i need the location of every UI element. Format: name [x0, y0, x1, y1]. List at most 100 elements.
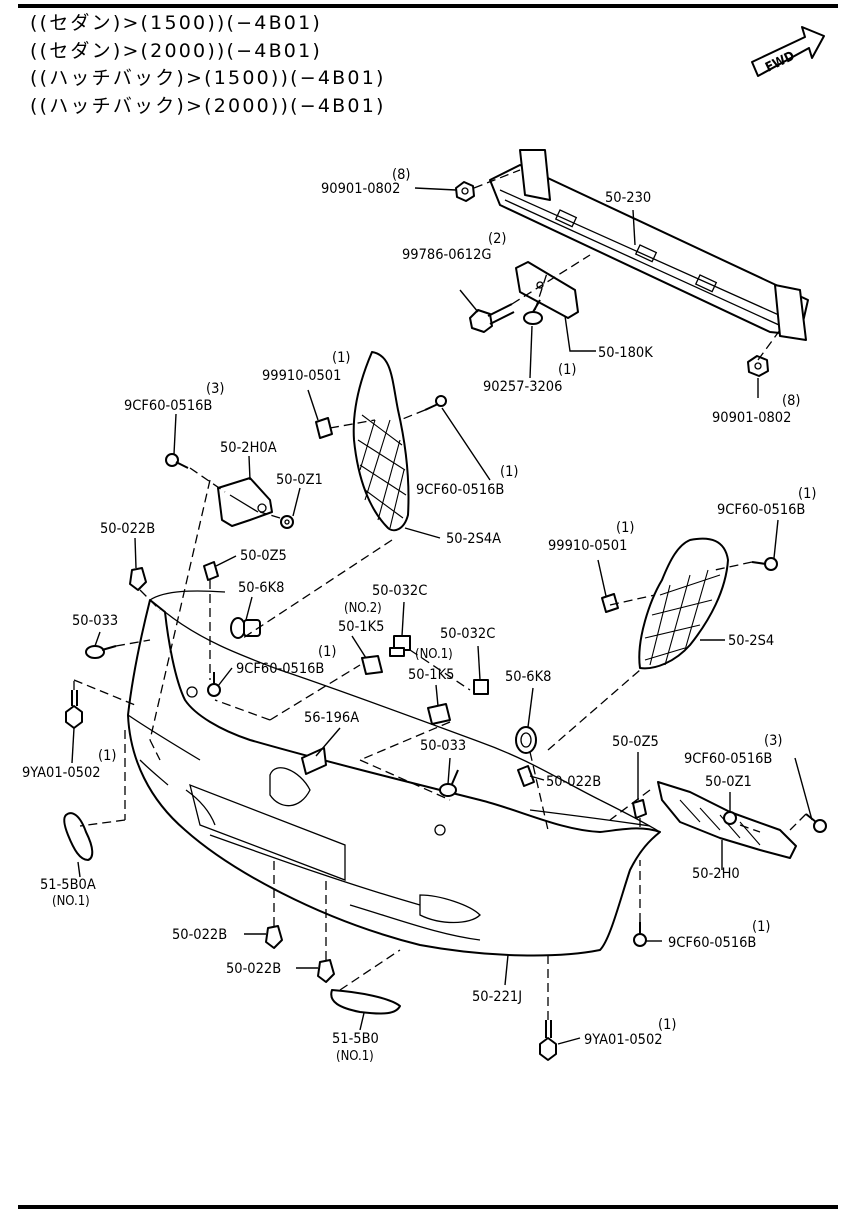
label-clip-0z5-right: 50-0Z5: [612, 734, 659, 750]
qty-screw-right-bracket: (3): [764, 733, 782, 749]
label-bracket-032c-no1: 50-032C: [440, 626, 495, 642]
grille-right: [638, 537, 729, 670]
screw-center: [207, 672, 221, 697]
label-nut-0z1-left: 50-0Z1: [276, 472, 323, 488]
fwd-arrow-icon: FWD: [751, 26, 825, 77]
qty-bolt-9ya01-right: (1): [658, 1017, 676, 1033]
qty-screw-left-bracket: (3): [206, 381, 224, 397]
label-grille-2s4: 50-2S4: [728, 633, 774, 649]
rivet-033-left: [85, 645, 117, 659]
label-emblem-196a: 56-196A: [304, 710, 359, 726]
clip-1k5-right: [427, 703, 451, 725]
bracket-2h0a: [217, 477, 273, 527]
qty-screw-center: (1): [318, 644, 336, 660]
label-clip-022b-center: 50-022B: [546, 774, 601, 790]
label-screw-right-low: 9CF60-0516B: [668, 935, 756, 951]
header-line-1: ((セダン)>(1500))(−4B01): [30, 12, 322, 34]
screw-right-low: [633, 922, 647, 947]
qty-screw-right-top: (1): [798, 486, 816, 502]
grommet-6k8-right: [515, 726, 537, 754]
label-screw-right-top: 9CF60-0516B: [717, 502, 805, 518]
label-pin: 90257-3206: [483, 379, 562, 395]
sub-reflector-5b0a: (NO.1): [52, 894, 90, 909]
applicability-header: ((セダン)>(1500))(−4B01) ((セダン)>(2000))(−4B…: [30, 10, 386, 120]
nut-0z1-left: [280, 515, 294, 529]
label-screw-center: 9CF60-0516B: [236, 661, 324, 677]
bumper-reinforcement: [489, 149, 809, 341]
label-reflector-5b0: 51-5B0: [332, 1031, 379, 1047]
label-nut-upper: 90901-0802: [321, 181, 400, 197]
nut-upper: [455, 181, 475, 202]
qty-pin: (1): [558, 362, 576, 378]
label-bumper-221j: 50-221J: [472, 989, 522, 1005]
label-bolt: 99786-0612G: [402, 247, 492, 263]
screw-right-top: [751, 557, 778, 571]
header-line-4: ((ハッチバック)>(2000))(−4B01): [30, 94, 386, 117]
label-reflector-5b0a: 51-5B0A: [40, 877, 96, 893]
label-bolt-9ya01-right: 9YA01-0502: [584, 1032, 663, 1048]
qty-clip-left-top: (1): [332, 350, 350, 366]
bolt-99786: [469, 303, 515, 333]
qty-nut-lower: (8): [782, 393, 800, 409]
clip-022b-low1: [265, 925, 283, 949]
label-reinforcement: 50-230: [605, 190, 651, 206]
label-clip-022b-left: 50-022B: [100, 521, 155, 537]
label-nut-0z1-right: 50-0Z1: [705, 774, 752, 790]
assembly-lines: [73, 169, 807, 1020]
label-bracket-2h0: 50-2H0: [692, 866, 740, 882]
bolt-9ya01-left: [65, 690, 83, 729]
sub-bracket-032c-no1: (NO.1): [415, 647, 453, 662]
label-clip-1k5-left: 50-1K5: [338, 619, 384, 635]
pin-90257: [523, 299, 543, 325]
label-screw-left-bracket: 9CF60-0516B: [124, 398, 212, 414]
reflector-5b0: [330, 989, 401, 1015]
bracket-180k: [515, 261, 579, 319]
label-clip-0z5-left: 50-0Z5: [240, 548, 287, 564]
label-clip-right-top: 99910-0501: [548, 538, 627, 554]
nut-lower: [747, 355, 769, 377]
label-rivet-033-center: 50-033: [420, 738, 466, 754]
label-screw-left-top: 9CF60-0516B: [416, 482, 504, 498]
qty-nut-upper: (8): [392, 167, 410, 183]
clip-022b-center: [517, 765, 535, 787]
label-grille-2s4a: 50-2S4A: [446, 531, 501, 547]
sub-reflector-5b0: (NO.1): [336, 1049, 374, 1064]
label-clip-1k5-right: 50-1K5: [408, 667, 454, 683]
clip-022b-left: [129, 567, 147, 591]
screw-left-top: [424, 395, 447, 411]
label-bracket-180k: 50-180K: [598, 345, 653, 361]
label-screw-right-bracket: 9CF60-0516B: [684, 751, 772, 767]
qty-bolt-9ya01-left: (1): [98, 748, 116, 764]
bracket-032c-no2: [389, 635, 411, 657]
grommet-6k8-left: [230, 617, 261, 639]
clip-1k5-left: [361, 655, 383, 675]
label-clip-022b-low2: 50-022B: [226, 961, 281, 977]
label-clip-022b-low1: 50-022B: [172, 927, 227, 943]
label-clip-left-top: 99910-0501: [262, 368, 341, 384]
clip-left-top: [315, 417, 333, 439]
nut-0z1-right: [723, 811, 737, 825]
clip-right-top: [601, 593, 619, 613]
callout-labels: (8) 90901-0802 50-230 (2) 99786-0612G 50…: [22, 167, 816, 1064]
bottom-rule: [18, 1205, 838, 1209]
qty-screw-left-top: (1): [500, 464, 518, 480]
screw-left-bracket: [165, 453, 189, 469]
header-line-3: ((ハッチバック)>(1500))(−4B01): [30, 67, 386, 89]
screw-right-bracket: [805, 813, 827, 833]
bolt-9ya01-right: [539, 1020, 557, 1061]
emblem-196a: [301, 747, 327, 775]
grille-left: [352, 351, 410, 532]
clip-0z5-left: [203, 561, 219, 581]
top-rule: [18, 4, 838, 8]
label-bracket-2h0a: 50-2H0A: [220, 440, 277, 456]
bumper-cover: [127, 590, 661, 957]
label-bracket-032c-no2: 50-032C: [372, 583, 427, 599]
qty-bolt: (2): [488, 231, 506, 247]
clip-0z5-right: [632, 799, 647, 819]
header-line-2: ((セダン)>(2000))(−4B01): [30, 39, 322, 62]
reflector-5b0a: [63, 812, 94, 861]
label-rivet-033-left: 50-033: [72, 613, 118, 629]
label-grommet-6k8-right: 50-6K8: [505, 669, 551, 685]
